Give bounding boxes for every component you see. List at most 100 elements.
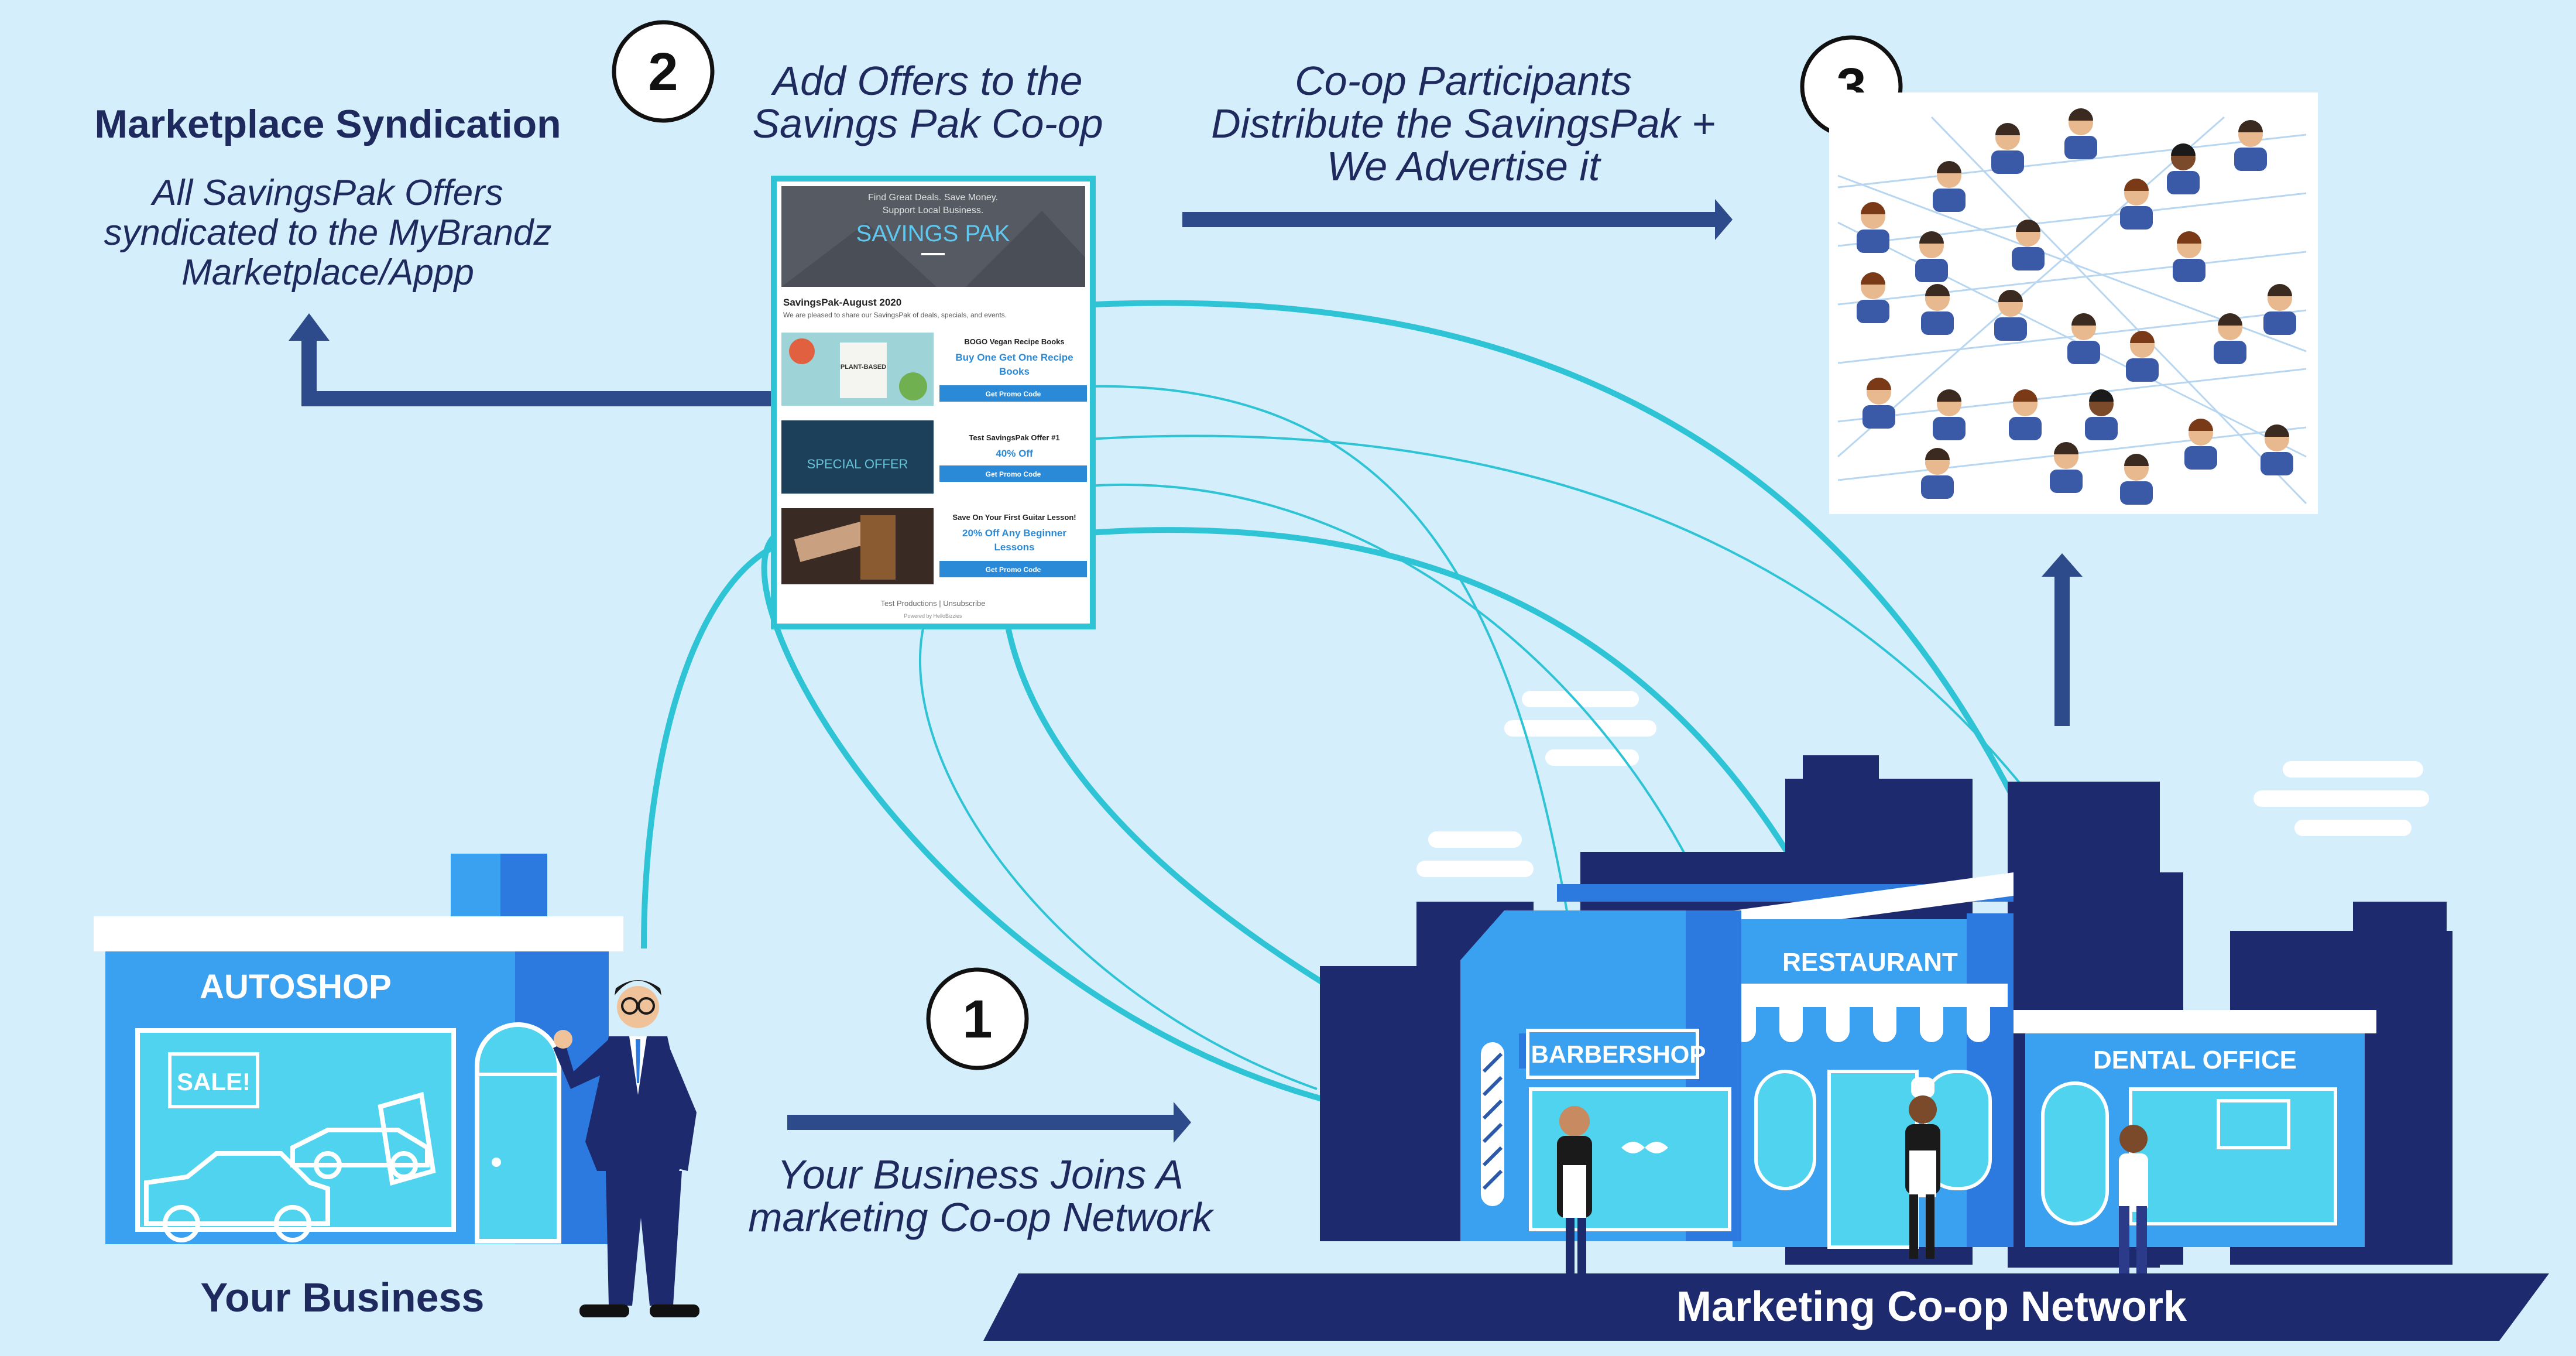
person-icon — [1994, 290, 2027, 341]
step-3-line-2: Distribute the SavingsPak + — [1211, 101, 1716, 146]
people-icons — [1857, 108, 2296, 505]
step-3-line-1: Co-op Participants — [1295, 58, 1632, 104]
person-icon — [2234, 120, 2267, 171]
arrow-distribute — [1182, 199, 1733, 240]
person-icon — [2009, 389, 2042, 440]
step-1-text: Your Business Joins A marketing Co-op Ne… — [748, 1152, 1215, 1240]
step-1-badge: 1 — [926, 967, 1029, 1070]
participants-network — [1829, 93, 2318, 514]
coop-town: RESTAURANT BARBERSHOP — [983, 755, 2549, 1341]
barbershop-building: BARBERSHOP — [1460, 910, 1741, 1241]
car-icon — [144, 1091, 436, 1242]
step-2-number: 2 — [648, 42, 678, 102]
email-issue: SavingsPak-August 2020 — [783, 297, 901, 308]
person-icon — [1857, 272, 1889, 323]
person-icon — [1862, 378, 1895, 429]
step-3-line-3: We Advertise it — [1327, 143, 1601, 189]
step-1-line-2: marketing Co-op Network — [748, 1194, 1215, 1240]
email-intro: We are pleased to share our SavingsPak o… — [783, 311, 1007, 319]
clouds — [1416, 691, 2429, 877]
person-icon — [2173, 231, 2205, 282]
offer-2-button[interactable] — [939, 465, 1087, 482]
person-icon — [2050, 442, 2083, 493]
person-icon — [2184, 419, 2217, 470]
person-icon — [1915, 231, 1948, 282]
network-label: Marketing Co-op Network — [1676, 1283, 2187, 1330]
dentist-figure — [2119, 1125, 2148, 1288]
step-2-badge: 2 — [612, 20, 715, 123]
person-icon — [2085, 389, 2118, 440]
step-3-text: Co-op Participants Distribute the Saving… — [1211, 58, 1716, 189]
businessman-figure — [553, 980, 699, 1317]
syndication-line-1: All SavingsPak Offers — [150, 173, 503, 213]
barber-pole-stripes — [1482, 1052, 1503, 1190]
flow-arrows — [289, 199, 2083, 1143]
syndication-text: Marketplace Syndication All SavingsPak O… — [94, 102, 561, 293]
person-icon — [2067, 313, 2100, 364]
savingspak-email: Find Great Deals. Save Money. Support Lo… — [771, 176, 1096, 629]
chef-figure — [1905, 1077, 1940, 1259]
barbershop-sign: BARBERSHOP — [1531, 1040, 1706, 1068]
email-powered: Powered by HelloBizzies — [904, 613, 962, 619]
sale-sign: SALE! — [177, 1068, 251, 1095]
person-icon — [2120, 179, 2153, 230]
arrow-join — [787, 1102, 1191, 1143]
offer-3-button[interactable] — [939, 561, 1087, 577]
step-1-line-1: Your Business Joins A — [777, 1152, 1184, 1197]
syndication-line-3: Marketplace/Appp — [181, 252, 474, 293]
email-brand: SAVINGS PAK — [856, 221, 1010, 246]
arrow-syndication — [289, 313, 776, 406]
person-icon — [2167, 143, 2200, 194]
restaurant-sign: RESTAURANT — [1782, 948, 1958, 977]
mustache-icon — [1621, 1142, 1668, 1153]
step-2-line-1: Add Offers to the — [770, 58, 1082, 104]
offer-3-headline-1: 20% Off Any Beginner — [962, 528, 1066, 539]
offer-2-button-label: Get Promo Code — [986, 470, 1041, 478]
offer-2-small: Test SavingsPak Offer #1 — [969, 433, 1059, 442]
person-icon — [1933, 161, 1966, 212]
offer-3-headline-2: Lessons — [994, 542, 1035, 553]
person-icon — [2064, 108, 2097, 159]
offer-2-image-text: SPECIAL OFFER — [807, 457, 908, 471]
your-business-label: Your Business — [201, 1275, 485, 1320]
step-2-line-2: Savings Pak Co-op — [752, 101, 1103, 146]
person-icon — [1991, 123, 2024, 174]
person-icon — [2214, 313, 2246, 364]
email-header-line-1: Find Great Deals. Save Money. — [868, 193, 998, 203]
offer-1-button[interactable] — [939, 385, 1087, 402]
email-offer-2: SPECIAL OFFER Test SavingsPak Offer #1 4… — [781, 420, 1087, 494]
restaurant-building: RESTAURANT — [1712, 872, 2014, 1249]
network-links — [1837, 116, 2307, 505]
person-icon — [1921, 284, 1954, 335]
autoshop-door — [475, 1022, 561, 1244]
autoshop-building: AUTOSHOP SALE! — [94, 854, 623, 1244]
dental-sign: DENTAL OFFICE — [2093, 1046, 2297, 1074]
person-icon — [2120, 454, 2153, 505]
step-2-text: Add Offers to the Savings Pak Co-op — [752, 58, 1103, 146]
person-icon — [2012, 220, 2045, 270]
email-offer-1: PLANT-BASED BOGO Vegan Recipe Books Buy … — [781, 333, 1087, 406]
syndication-line-2: syndicated to the MyBrandz — [104, 213, 551, 253]
syndication-title: Marketplace Syndication — [94, 102, 561, 146]
autoshop-sign: AUTOSHOP — [200, 968, 392, 1006]
person-icon — [1921, 448, 1954, 499]
dental-building: DENTAL OFFICE — [2014, 1010, 2376, 1247]
person-icon — [2126, 331, 2159, 382]
step-1-number: 1 — [962, 989, 992, 1049]
person-icon — [1933, 389, 1966, 440]
offer-2-headline-1: 40% Off — [996, 448, 1033, 459]
offer-1-small: BOGO Vegan Recipe Books — [964, 337, 1064, 346]
offer-1-image-text: PLANT-BASED — [841, 364, 886, 371]
offer-1-headline-2: Books — [999, 366, 1030, 377]
barber-pole-icon — [1481, 1042, 1504, 1206]
offer-1-headline-1: Buy One Get One Recipe — [955, 352, 1073, 363]
offer-1-button-label: Get Promo Code — [986, 390, 1041, 398]
person-icon — [2261, 424, 2293, 475]
person-icon — [1857, 202, 1889, 253]
email-header-line-2: Support Local Business. — [883, 206, 984, 215]
offer-3-button-label: Get Promo Code — [986, 566, 1041, 574]
email-footer[interactable]: Test Productions | Unsubscribe — [881, 599, 986, 608]
email-offer-3: Save On Your First Guitar Lesson! 20% Of… — [781, 508, 1087, 584]
